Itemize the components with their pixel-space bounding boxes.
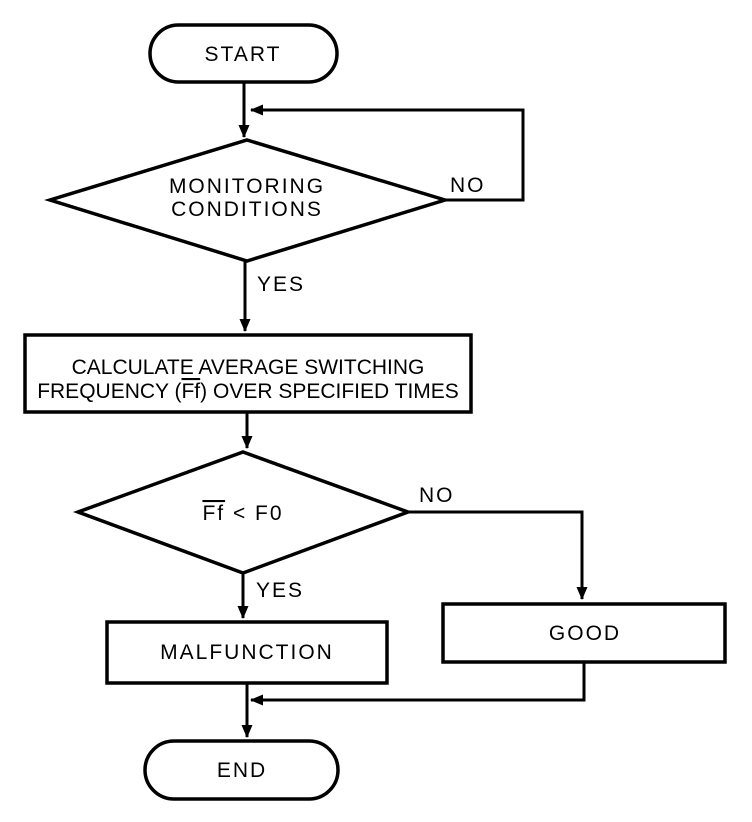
edge-threshold-no-to-good xyxy=(408,510,588,600)
monitoring-label-line2: CONDITIONS xyxy=(171,198,323,221)
threshold-label: Ff < F0 xyxy=(202,502,283,525)
threshold-condition: < F0 xyxy=(225,502,283,525)
calculate-process xyxy=(23,333,473,414)
threshold-ff-overlined: Ff xyxy=(202,502,225,525)
calculate-line2-ff-overlined: Ff xyxy=(181,380,200,403)
threshold-decision xyxy=(72,450,414,575)
malfunction-process xyxy=(105,620,389,685)
start-label: START xyxy=(205,43,282,66)
calculate-label-line2: FREQUENCY (Ff) OVER SPECIFIED TIMES xyxy=(37,380,459,403)
good-label: GOOD xyxy=(549,622,621,645)
monitoring-yes-label: YES xyxy=(257,273,305,296)
calculate-label-line1: CALCULATE AVERAGE SWITCHING xyxy=(72,356,425,379)
start-node xyxy=(148,23,339,84)
edge-good-to-merge xyxy=(250,662,586,706)
monitoring-decision xyxy=(44,138,451,263)
calculate-line2-suffix: ) OVER SPECIFIED TIMES xyxy=(200,380,459,403)
calculate-line2-prefix: FREQUENCY ( xyxy=(37,380,181,403)
end-label: END xyxy=(217,759,267,782)
monitoring-label-line1: MONITORING xyxy=(169,175,325,198)
end-node xyxy=(143,739,340,801)
threshold-no-label: NO xyxy=(419,484,455,507)
malfunction-label: MALFUNCTION xyxy=(160,641,334,664)
monitoring-no-label: NO xyxy=(450,174,486,197)
good-process xyxy=(441,602,727,664)
threshold-yes-label: YES xyxy=(256,579,304,602)
edge-monitoring-no-loop xyxy=(250,104,525,202)
